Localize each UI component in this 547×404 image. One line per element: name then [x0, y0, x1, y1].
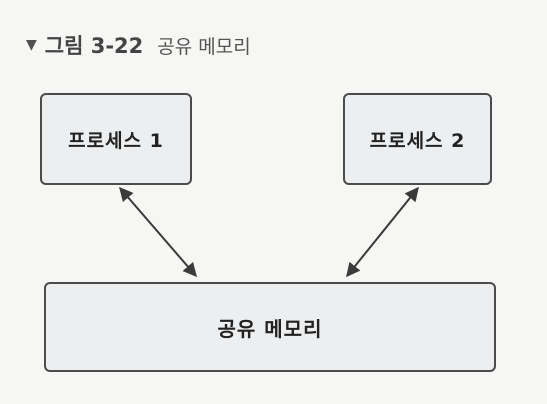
arrow-process-2-shared-memory: [346, 186, 419, 278]
figure-title: 공유 메모리: [157, 35, 251, 58]
arrow-process-1-shared-memory: [119, 186, 197, 278]
process-1-label: 프로세스 1: [68, 129, 164, 152]
caption-triangle-icon: ▼: [26, 37, 37, 53]
process-2-label: 프로세스 2: [369, 129, 466, 152]
shared-memory-box: 공유 메모리: [44, 282, 496, 372]
process-2-box: 프로세스 2: [343, 93, 492, 185]
process-1-box: 프로세스 1: [40, 93, 192, 185]
figure-caption: ▼ 그림 3-22 공유 메모리: [26, 30, 251, 60]
figure-number: 그림 3-22: [44, 34, 144, 58]
shared-memory-label: 공유 메모리: [217, 316, 323, 341]
